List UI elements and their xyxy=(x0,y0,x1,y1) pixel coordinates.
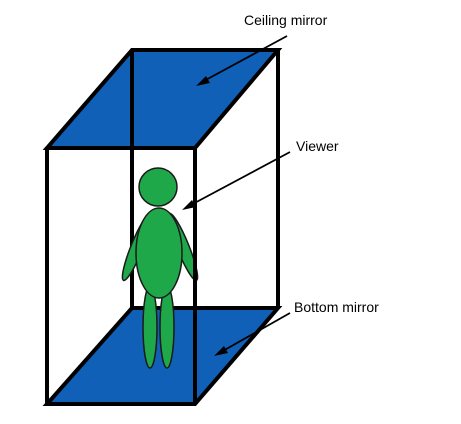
viewer-left-leg xyxy=(142,285,158,369)
viewer-figure xyxy=(121,167,199,369)
ceiling-mirror xyxy=(42,48,283,150)
viewer-callout-arrow xyxy=(182,151,291,210)
bottom-callout-arrow xyxy=(214,312,291,356)
viewer-head xyxy=(138,167,178,207)
viewer-label: Viewer xyxy=(296,138,339,154)
bottom-mirror-label: Bottom mirror xyxy=(294,299,379,315)
viewer-torso xyxy=(135,207,183,299)
ceiling-mirror-label: Ceiling mirror xyxy=(244,12,328,28)
ceiling-callout-arrow xyxy=(196,35,288,86)
